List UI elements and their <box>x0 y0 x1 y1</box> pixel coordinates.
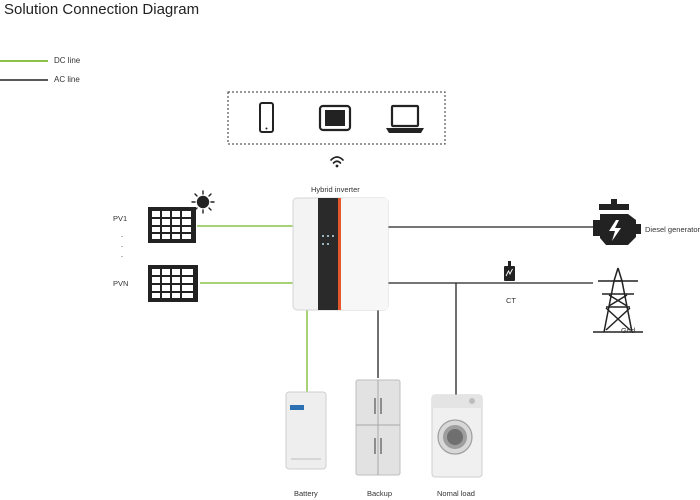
backup-fridge-icon <box>355 379 401 476</box>
diesel-generator-icon <box>593 199 641 245</box>
label-backup: Backup <box>367 489 393 498</box>
legend-dc-label: DC line <box>54 56 81 65</box>
phone-icon <box>259 102 274 133</box>
label-ct: CT <box>506 296 516 305</box>
wifi-icon <box>330 156 344 168</box>
battery-icon <box>285 391 327 470</box>
laptop-icon <box>386 104 424 133</box>
solar-panel-pvn <box>148 265 198 302</box>
page-title: Solution Connection Diagram <box>4 1 200 18</box>
label-pvn: PVN <box>113 279 129 288</box>
label-diesel-generators: Diesel generators <box>645 225 700 234</box>
washing-machine-icon <box>431 394 483 478</box>
hybrid-inverter <box>292 197 389 311</box>
label-hybrid-inverter: Hybrid inverter <box>311 185 360 194</box>
solar-panel-pv1 <box>148 207 196 243</box>
tablet-icon <box>318 104 352 132</box>
grid-tower-icon <box>593 267 643 333</box>
devices-box <box>227 91 446 145</box>
sun-icon <box>191 190 215 214</box>
legend-ac-label: AC line <box>54 75 80 84</box>
ct-sensor-icon <box>504 261 515 281</box>
dc-lines <box>197 225 308 392</box>
label-battery: Battery <box>294 489 318 498</box>
pv-ellipsis: ··· <box>120 232 124 261</box>
label-normal-load: Nomal load <box>437 489 475 498</box>
label-grid: Grid <box>621 326 636 335</box>
label-pv1: PV1 <box>113 214 128 223</box>
ac-lines <box>377 226 593 395</box>
